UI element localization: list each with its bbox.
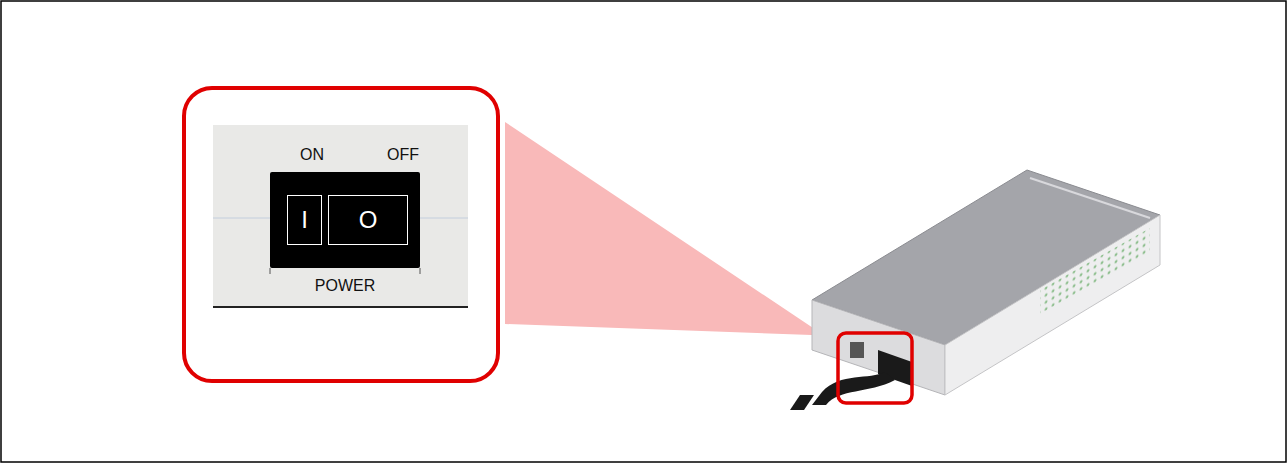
rocker-mark: I — [287, 195, 322, 245]
tick — [420, 268, 421, 274]
rocker-mark: O — [328, 195, 408, 245]
panel — [213, 125, 468, 307]
zoom-wedge — [505, 122, 840, 346]
device-side — [945, 215, 1160, 395]
switch-label: ON — [300, 147, 324, 163]
highlight-box — [838, 333, 912, 403]
vents — [1030, 220, 1160, 320]
callout-box: ON OFF POWER IO — [182, 86, 500, 383]
device-edge — [1030, 178, 1150, 218]
power-switch-small — [850, 342, 864, 358]
tick — [270, 268, 271, 274]
switch-label: POWER — [315, 278, 375, 294]
cable-end — [790, 395, 814, 410]
switch-label: OFF — [387, 147, 419, 163]
device — [790, 170, 1160, 410]
rocker-switch: IO — [270, 172, 420, 268]
cable — [812, 372, 895, 405]
panel-edge — [213, 306, 468, 308]
